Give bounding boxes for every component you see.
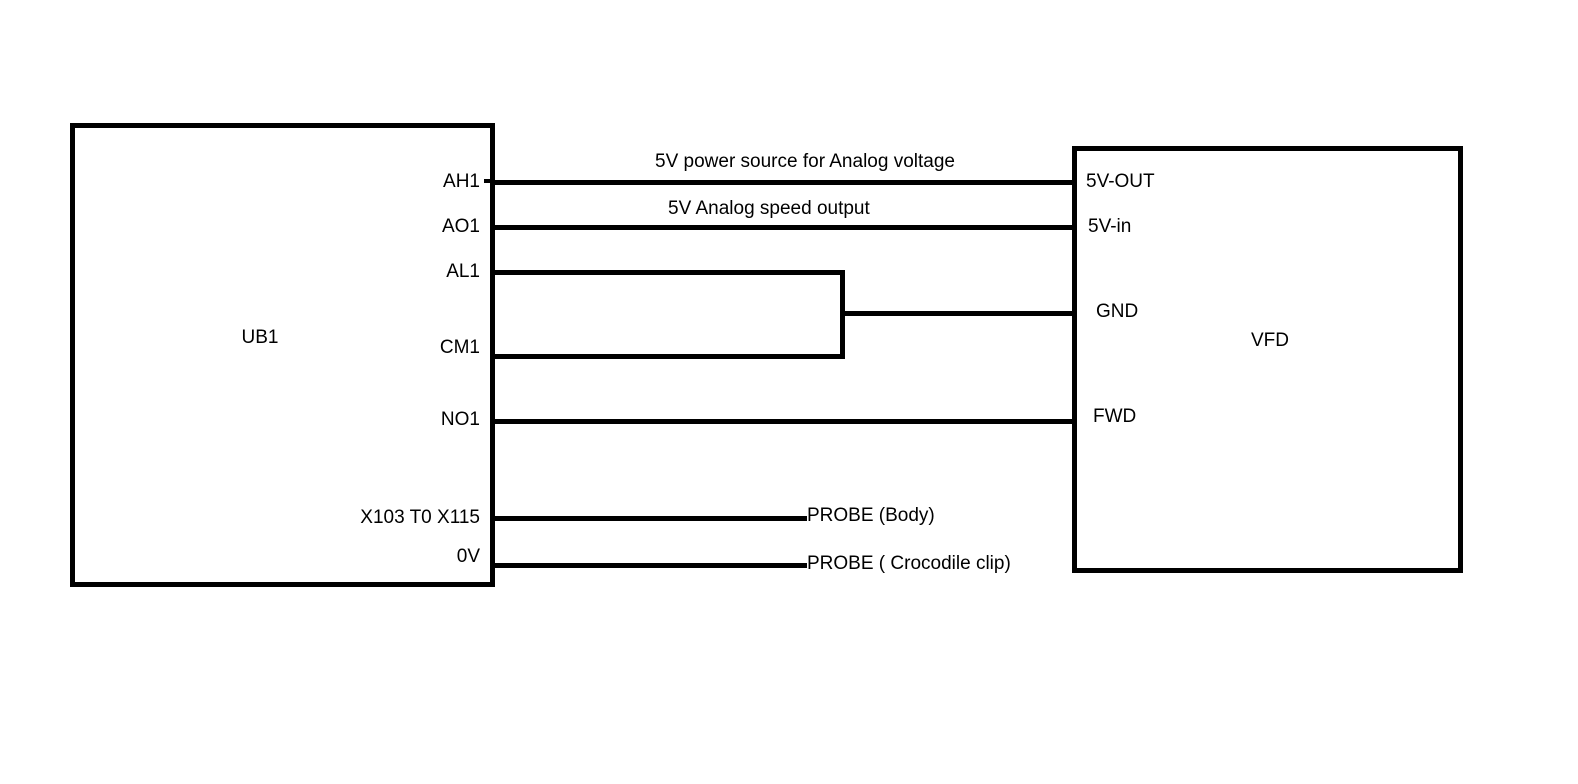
ub1-terminal-no1: NO1 — [440, 409, 480, 430]
wire-junction-to-gnd — [840, 311, 1072, 316]
vfd-terminal-5v-in: 5V-in — [1088, 216, 1132, 237]
wire-ah1-overshoot-tick — [484, 179, 494, 183]
wire-no1-to-fwd — [493, 419, 1072, 424]
wire-ah1-to-5v-out — [493, 180, 1072, 185]
wire-ao1-to-5v-in — [493, 225, 1072, 230]
ub1-terminal-0v: 0V — [456, 546, 480, 567]
probe-crocodile-clip-label: PROBE ( Crocodile clip) — [807, 553, 1011, 574]
vfd-terminal-gnd: GND — [1096, 301, 1139, 322]
vfd-component-box — [1072, 146, 1463, 573]
vfd-box-title: VFD — [1251, 330, 1289, 351]
ub1-terminal-cm1: CM1 — [439, 337, 480, 358]
ub1-component-box — [70, 123, 495, 587]
wire-cm1-stub — [493, 354, 845, 359]
ub1-terminal-ao1: AO1 — [441, 216, 480, 237]
wire-al1-stub — [493, 270, 845, 275]
probe-body-label: PROBE (Body) — [807, 505, 935, 526]
ub1-box-title: UB1 — [241, 327, 279, 348]
vfd-terminal-fwd: FWD — [1093, 406, 1137, 427]
ub1-terminal-ah1: AH1 — [443, 171, 480, 192]
wire-x103-to-probe-body — [493, 516, 807, 521]
ub1-terminal-al1: AL1 — [446, 261, 480, 282]
vfd-terminal-5v-out: 5V-OUT — [1086, 171, 1155, 192]
wire-label-5v-analog-speed: 5V Analog speed output — [668, 198, 870, 219]
wire-label-5v-power-source: 5V power source for Analog voltage — [655, 151, 955, 172]
wire-0v-to-probe-clip — [493, 563, 807, 568]
ub1-terminal-x103-t0-x115: X103 T0 X115 — [360, 507, 480, 528]
